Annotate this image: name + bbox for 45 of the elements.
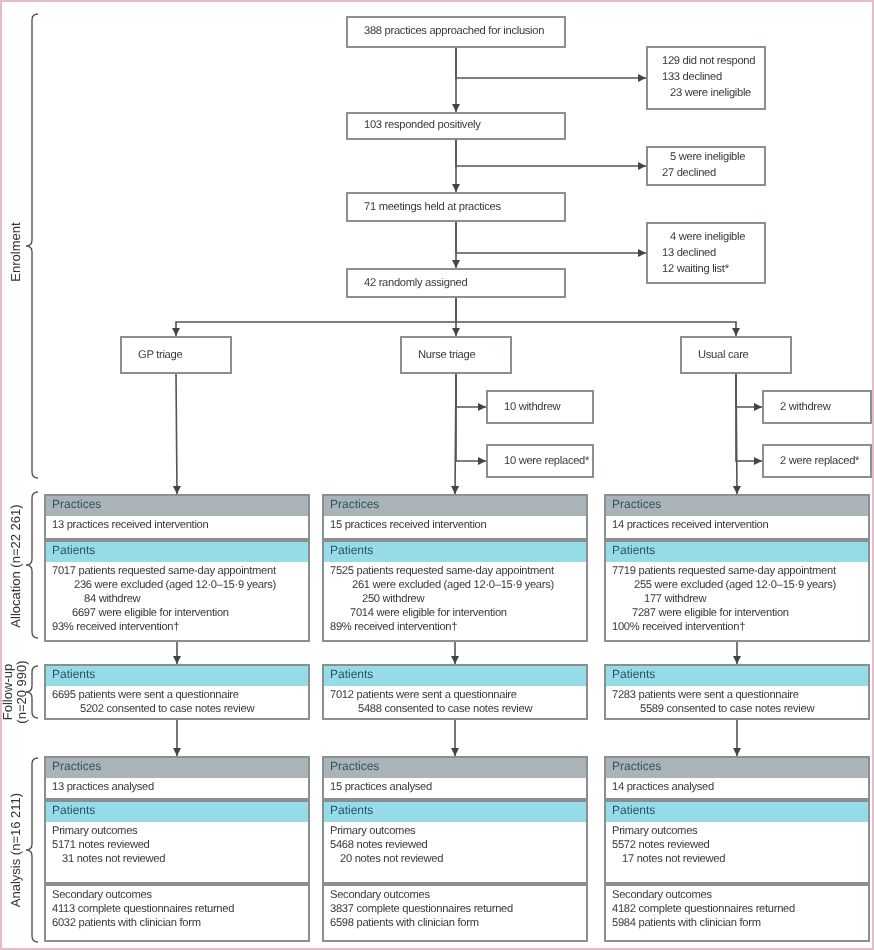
arrow	[455, 47, 647, 82]
arrow	[451, 373, 460, 495]
process-box	[646, 146, 766, 186]
section-panel	[322, 884, 588, 942]
arrow	[455, 139, 647, 170]
section-panel	[44, 664, 310, 720]
arrow	[455, 221, 647, 257]
process-box	[120, 336, 232, 374]
arrow	[172, 373, 181, 495]
section-panel	[44, 756, 310, 800]
process-box	[486, 390, 594, 424]
section-panel	[604, 664, 870, 720]
section-panel	[604, 494, 870, 540]
process-box	[762, 390, 872, 424]
arrow	[451, 719, 459, 757]
section-panel	[44, 884, 310, 942]
section-panel	[322, 540, 588, 642]
process-box	[346, 268, 566, 298]
section-panel	[322, 664, 588, 720]
arrow	[173, 719, 181, 757]
process-box	[680, 336, 792, 374]
process-box	[646, 222, 766, 284]
process-box	[486, 444, 594, 478]
section-panel	[604, 540, 870, 642]
process-box	[762, 444, 872, 478]
section-panel	[322, 494, 588, 540]
section-panel	[604, 800, 870, 884]
process-box	[346, 192, 566, 222]
process-box	[400, 336, 512, 374]
arrow	[173, 641, 181, 665]
arrow	[451, 641, 459, 665]
section-panel	[44, 540, 310, 642]
section-panel	[322, 800, 588, 884]
section-panel	[44, 800, 310, 884]
section-panel	[44, 494, 310, 540]
arrow	[733, 641, 741, 665]
process-box	[646, 46, 766, 110]
process-box	[346, 112, 566, 140]
arrow	[733, 719, 741, 757]
section-panel	[604, 756, 870, 800]
process-box	[346, 16, 566, 48]
arrow	[732, 373, 741, 495]
section-panel	[604, 884, 870, 942]
arrow	[455, 297, 740, 337]
section-panel	[322, 756, 588, 800]
